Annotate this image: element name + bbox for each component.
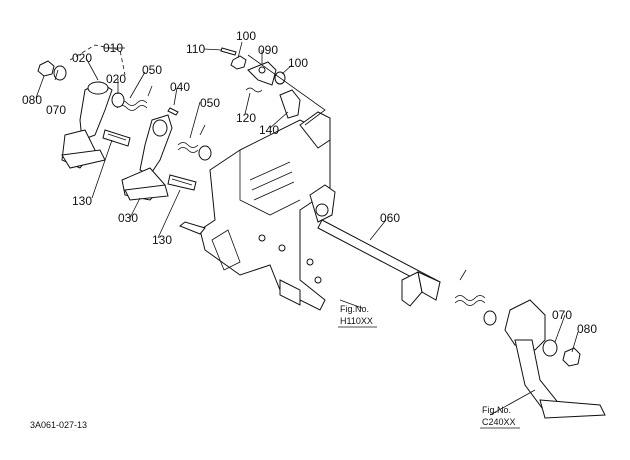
spring-120	[245, 87, 263, 93]
pedal-pad-130b	[167, 174, 197, 191]
fig-ref-c240xx: Fig.No. C240XX	[480, 405, 520, 429]
fig-ref-id-2: C240XX	[482, 417, 516, 427]
fig-ref-label-1: Fig.No.	[340, 304, 369, 314]
callout-060: 060	[380, 211, 400, 225]
callout-030: 030	[118, 211, 138, 225]
callout-120: 120	[236, 111, 256, 125]
collar	[198, 145, 212, 161]
pedal-arm-upper	[61, 81, 113, 169]
callout-050a: 050	[142, 63, 162, 77]
callout-020a: 020	[72, 51, 92, 65]
pin-040	[167, 107, 179, 116]
group-bracket-010	[69, 44, 126, 76]
spring-right	[454, 269, 486, 306]
callout-100a: 100	[236, 29, 256, 43]
callout-110: 110	[186, 42, 205, 56]
callout-010: 010	[103, 41, 123, 55]
callout-080a: 080	[22, 93, 42, 107]
callout-100b: 100	[288, 56, 308, 70]
callout-080b: 080	[577, 322, 597, 336]
callout-090: 090	[258, 43, 278, 57]
washer-070b	[542, 339, 558, 357]
lever-090	[247, 61, 277, 86]
right-pedal-arm	[504, 299, 606, 419]
callout-130b: 130	[152, 233, 172, 247]
spring-050b	[177, 124, 206, 153]
fig-ref-h110xx: Fig.No. H110XX	[338, 304, 377, 328]
fig-ref-id-1: H110XX	[340, 316, 373, 326]
bushing-020a	[111, 92, 125, 108]
callout-130a: 130	[72, 194, 92, 208]
nut-080a	[37, 60, 55, 77]
frame-bracket	[179, 111, 336, 311]
callout-070a: 070	[46, 103, 66, 117]
bushing-right	[483, 310, 497, 326]
lever-140	[279, 89, 301, 119]
pin-110	[220, 47, 237, 56]
washer-070a	[53, 65, 67, 81]
nut-080b	[562, 347, 581, 367]
callout-050b: 050	[200, 96, 220, 110]
drawing-code: 3A061-027-13	[30, 420, 87, 430]
callout-040: 040	[170, 80, 190, 94]
callout-070b: 070	[552, 308, 572, 322]
bushing-020b	[152, 119, 168, 137]
linkage-guide	[247, 54, 326, 126]
leader-lines	[35, 41, 579, 416]
shaft	[317, 219, 441, 307]
nut-100a	[230, 55, 247, 70]
callout-140: 140	[259, 123, 279, 137]
pedal-pad-130a	[102, 129, 131, 147]
fig-ref-label-2: Fig.No.	[482, 405, 511, 415]
callout-020b: 020	[106, 72, 126, 86]
